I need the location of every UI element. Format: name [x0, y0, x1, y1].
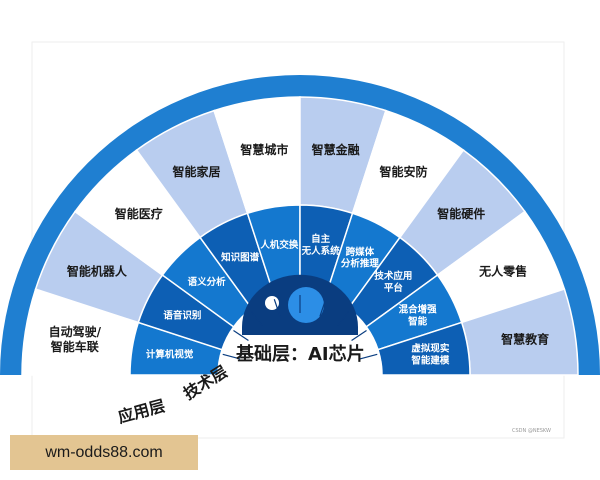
brain-icon: [288, 287, 324, 323]
technology-item-label: 虚拟现实智能建模: [411, 343, 450, 367]
base-layer-chip: [222, 274, 378, 360]
technology-item-label: 自主无人系统: [301, 233, 341, 257]
chip-signal-arrow: [250, 311, 263, 327]
application-item-label: 智能硬件: [436, 206, 485, 221]
chip-signal-arrow: [351, 330, 367, 342]
application-item-label: 智能医疗: [114, 206, 163, 221]
chip-signal-arrow: [319, 299, 327, 317]
application-item-label: 智能安防: [379, 164, 428, 179]
layer-labels: 自动驾驶/智能车联 智能机器人 智能医疗 智能家居 智慧城市 智慧金融智能安防智能硬件无人…: [49, 142, 550, 367]
technology-item-label: 语义分析: [188, 276, 227, 288]
technology-item-label: 跨媒体分析推理: [341, 246, 380, 270]
application-item-label: 智能家居: [171, 164, 220, 179]
chip-signal-arrow: [273, 299, 281, 317]
technology-item-label: 人机交换: [260, 239, 299, 251]
technology-item-label: 知识图谱: [220, 252, 260, 264]
chip-signal-arrow: [233, 330, 249, 342]
credit-text: CSDN @NESKW: [512, 428, 551, 434]
chip-signal-arrow: [222, 353, 241, 360]
application-item-label: 智慧金融: [311, 142, 360, 157]
chip-signal-arrow: [359, 353, 378, 360]
application-item-label: 自动驾驶/智能车联: [49, 324, 102, 354]
application-item-label: 智慧教育: [500, 332, 549, 347]
application-item-label: 智慧城市: [239, 142, 288, 157]
watermark-badge: wm-odds88.com: [10, 435, 198, 470]
technology-item-label: 语音识别: [163, 309, 201, 321]
application-item-label: 智能机器人: [66, 264, 128, 279]
chip-signal-arrow: [337, 311, 350, 327]
base-layer-label: 基础层：AI芯片: [235, 343, 365, 365]
layer-rings: [0, 75, 600, 376]
technology-item-label: 混合增强智能: [399, 303, 438, 327]
eye-icon: [265, 296, 279, 310]
technology-item-label: 技术应用平台: [374, 270, 412, 294]
technology-item-label: 计算机视觉: [146, 349, 194, 361]
application-item-label: 无人零售: [478, 264, 527, 279]
